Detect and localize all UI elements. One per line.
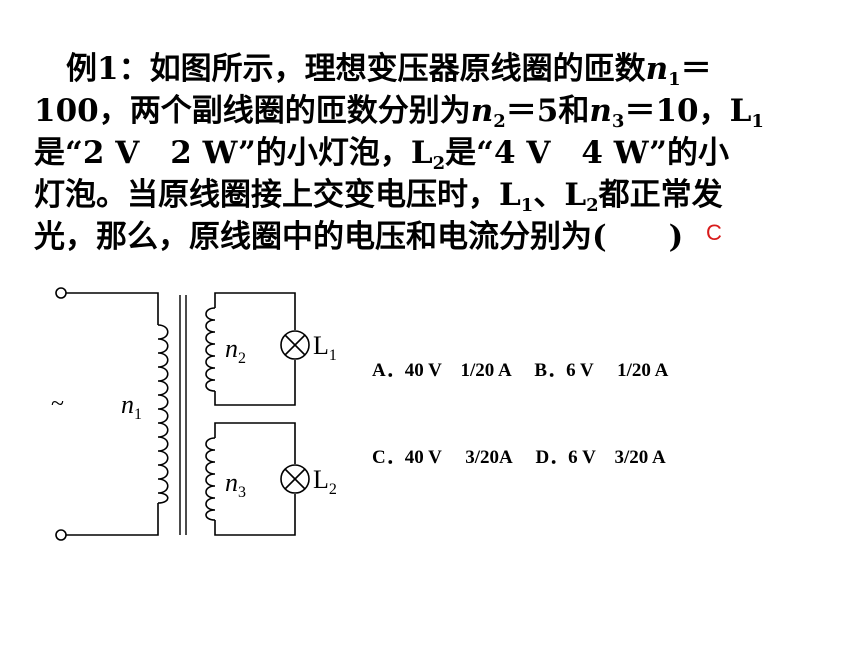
problem-line-5: 光，那么，原线圈中的电压和电流分别为( ) — [34, 216, 834, 258]
text-segment: 例1：如图所示，理想变压器原线圈的匝数 — [66, 51, 646, 87]
options-row-1: A．40 V 1/20 A B．6 V 1/20 A — [372, 360, 669, 381]
text-segment: 、L — [533, 177, 587, 213]
subscript: 1 — [751, 111, 764, 132]
problem-line-2: 100，两个副线圈的匝数分别为n2＝5和n3＝10，L1 — [34, 90, 834, 132]
secondary-bottom-wire — [214, 422, 296, 536]
lamp-2-label: L2 — [313, 465, 337, 498]
text-segment: 100，两个副线圈的匝数分别为 — [34, 93, 471, 129]
options-row-2: C．40 V 3/20A D．6 V 3/20 A — [372, 447, 666, 468]
problem-line-4: 灯泡。当原线圈接上交变电压时，L1、L2都正常发 — [34, 174, 834, 216]
terminal-bottom — [55, 529, 67, 541]
lamp-1 — [280, 330, 310, 360]
variable: n — [645, 51, 669, 87]
subscript: 1 — [668, 69, 681, 90]
variable: n — [470, 93, 494, 129]
problem-line-3: 是“2 V 2 W”的小灯泡，L2是“4 V 4 W”的小 — [34, 132, 834, 174]
text-segment: ＝10，L — [624, 93, 752, 129]
text-segment: 是“2 V 2 W”的小灯泡，L — [34, 135, 433, 171]
secondary-bottom-coil — [205, 437, 216, 521]
text-segment: 灯泡。当原线圈接上交变电压时，L — [34, 177, 521, 213]
ac-source-symbol: ~ — [51, 391, 64, 417]
text-segment: 是“4 V 4 W”的小 — [445, 135, 729, 171]
problem-line-1: 例1：如图所示，理想变压器原线圈的匝数n1＝ — [34, 48, 834, 90]
problem-text: 例1：如图所示，理想变压器原线圈的匝数n1＝ 100，两个副线圈的匝数分别为n2… — [34, 48, 834, 258]
lamp-1-label: L1 — [313, 331, 337, 364]
terminal-top — [55, 287, 67, 299]
subscript: 2 — [432, 153, 446, 174]
variable: n — [589, 93, 612, 129]
secondary-top-wire — [214, 292, 296, 406]
primary-turns-label: n1 — [121, 390, 142, 423]
primary-coil — [157, 324, 169, 504]
text-segment: ＝5和 — [505, 93, 590, 129]
text-segment: 光，那么，原线圈中的电压和电流分别为( ) — [34, 219, 684, 255]
lamp-2 — [280, 464, 310, 494]
answer-options: A．40 V 1/20 A B．6 V 1/20 A C．40 V 3/20A … — [372, 298, 668, 501]
text-segment: 都正常发 — [598, 177, 723, 213]
answer-mark: C — [706, 220, 722, 245]
text-segment: ＝ — [680, 51, 712, 87]
transformer-diagram: ~ n1 n2 n3 L1 L2 — [51, 287, 337, 541]
subscript: 3 — [611, 111, 625, 132]
subscript: 1 — [520, 195, 534, 216]
secondary-top-turns-label: n2 — [225, 334, 246, 367]
primary-wire — [66, 292, 159, 536]
secondary-top-coil — [205, 307, 216, 392]
subscript: 2 — [493, 111, 506, 132]
secondary-bottom-turns-label: n3 — [225, 468, 246, 501]
subscript: 2 — [586, 195, 599, 216]
